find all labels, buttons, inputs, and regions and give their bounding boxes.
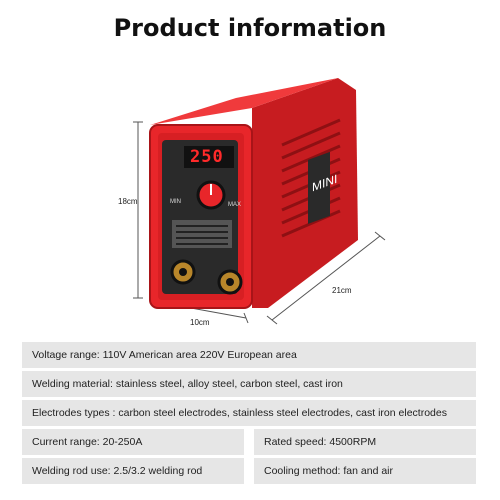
knob-min-label: MIN — [170, 199, 181, 205]
page-title: Product information — [113, 14, 387, 42]
spec-voltage: Voltage range: 110V American area 220V E… — [22, 342, 476, 368]
knob-max-label: MAX — [228, 202, 242, 208]
spec-current: Current range: 20-250A — [22, 429, 244, 455]
output-terminals — [170, 259, 243, 295]
depth-dimension-line — [266, 231, 386, 325]
spec-rod: Welding rod use: 2.5/3.2 welding rod — [22, 458, 244, 484]
height-dimension-line — [133, 121, 143, 299]
spec-material: Welding material: stainless steel, alloy… — [22, 371, 476, 397]
welder-illustration — [133, 78, 386, 325]
height-label: 18cm — [118, 197, 138, 206]
width-label: 10cm — [190, 318, 210, 327]
spec-electrodes: Electrodes types : carbon steel electrod… — [22, 400, 476, 426]
spec-cooling: Cooling method: fan and air — [254, 458, 476, 484]
control-panel — [162, 140, 238, 294]
display-value: 250 — [190, 147, 224, 167]
depth-label: 21cm — [332, 286, 352, 295]
product-illustration: 18cm 10cm 21cm 250 MIN MAX MINI — [0, 50, 500, 340]
welder-body — [149, 78, 358, 309]
led-display — [184, 146, 234, 168]
front-grill — [172, 220, 232, 248]
spec-speed: Rated speed: 4500RPM — [254, 429, 476, 455]
